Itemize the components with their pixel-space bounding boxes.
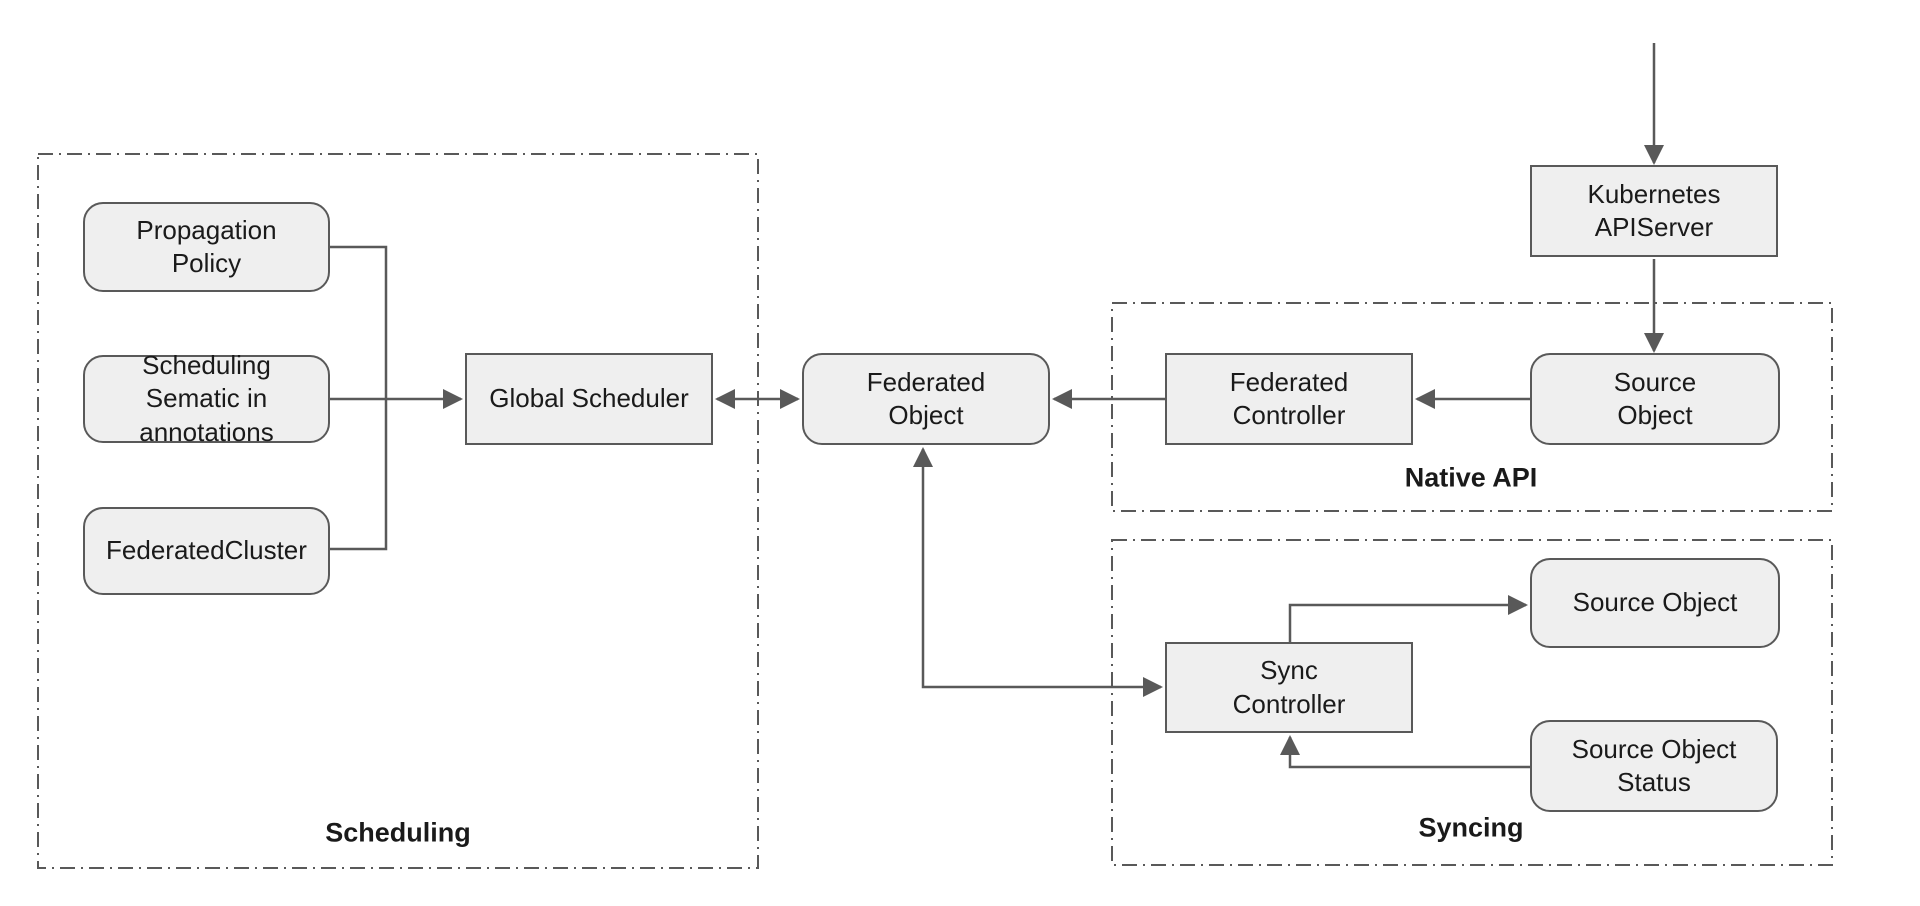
node-label: Source Object xyxy=(1613,366,1697,430)
node-sync-controller: Sync Controller xyxy=(1165,642,1413,733)
connector-federated-object-sync-controller-bidirectional xyxy=(913,447,1163,697)
group-box-native-api xyxy=(1111,302,1833,512)
node-scheduling-sematic: Scheduling Sematic in annotations xyxy=(83,350,330,447)
node-label: Source Object xyxy=(1572,587,1738,618)
node-federated-cluster: FederatedCluster xyxy=(83,507,330,595)
node-label: Propagation Policy xyxy=(136,214,277,278)
node-source-object-native: Source Object xyxy=(1530,353,1780,445)
connector-sync-controller-to-source-object xyxy=(1288,595,1528,642)
node-kubernetes-apiserver: Kubernetes APIServer xyxy=(1530,165,1778,257)
group-label-scheduling: Scheduling xyxy=(325,817,471,848)
node-label: Source Object Status xyxy=(1571,733,1737,797)
group-label-native-api: Native API xyxy=(1404,462,1538,493)
group-box-syncing xyxy=(1111,539,1833,866)
node-federated-object: Federated Object xyxy=(802,353,1050,445)
node-label: Kubernetes APIServer xyxy=(1587,178,1721,242)
node-source-object-sync: Source Object xyxy=(1530,558,1780,648)
connector-source-object-status-to-sync-controller xyxy=(1280,735,1530,769)
node-federated-controller: Federated Controller xyxy=(1165,353,1413,445)
node-label: Scheduling Sematic in annotations xyxy=(139,350,274,447)
node-label: FederatedCluster xyxy=(106,535,307,566)
node-source-object-status: Source Object Status xyxy=(1530,720,1778,812)
node-label: Sync Controller xyxy=(1232,655,1346,719)
group-box-scheduling xyxy=(37,153,759,869)
node-label: Global Scheduler xyxy=(489,383,689,414)
node-label: Federated Controller xyxy=(1229,366,1349,430)
node-propagation-policy: Propagation Policy xyxy=(83,202,330,292)
node-label: Federated Object xyxy=(866,366,986,430)
node-global-scheduler: Global Scheduler xyxy=(465,353,713,445)
group-label-syncing: Syncing xyxy=(1418,812,1524,843)
